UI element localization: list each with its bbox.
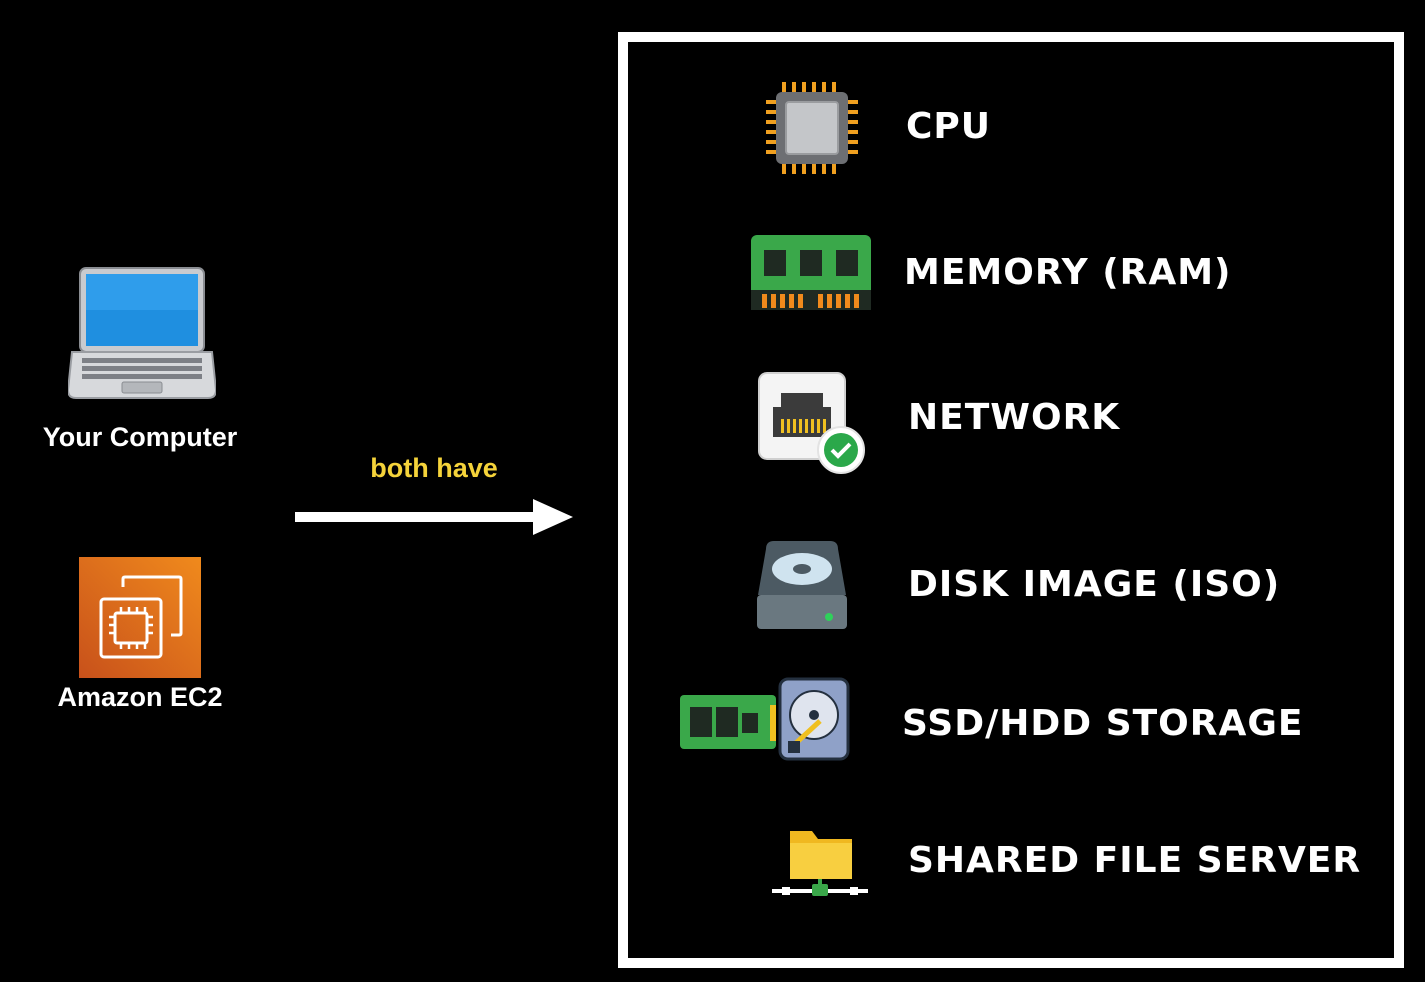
shared-folder-icon — [772, 829, 868, 899]
cpu-icon — [762, 78, 862, 178]
disk-image-icon — [756, 539, 848, 631]
ec2-icon — [79, 557, 201, 678]
resources-panel — [618, 32, 1404, 968]
arrow-right-icon — [295, 497, 575, 537]
shared-file-server-label: SHARED FILE SERVER — [908, 840, 1362, 881]
ssd-hdd-icon — [678, 677, 852, 763]
storage-label: SSD/HDD STORAGE — [902, 703, 1304, 744]
network-port-icon — [757, 371, 867, 475]
network-label: NETWORK — [908, 397, 1121, 438]
cpu-label: CPU — [906, 106, 992, 147]
laptop-icon — [68, 266, 216, 402]
amazon-ec2-label: Amazon EC2 — [57, 682, 223, 712]
memory-label: MEMORY (RAM) — [904, 252, 1232, 293]
your-computer-label: Your Computer — [42, 422, 238, 452]
ram-icon — [750, 234, 872, 312]
disk-image-label: DISK IMAGE (ISO) — [908, 564, 1281, 605]
arrow-caption: both have — [370, 453, 498, 483]
